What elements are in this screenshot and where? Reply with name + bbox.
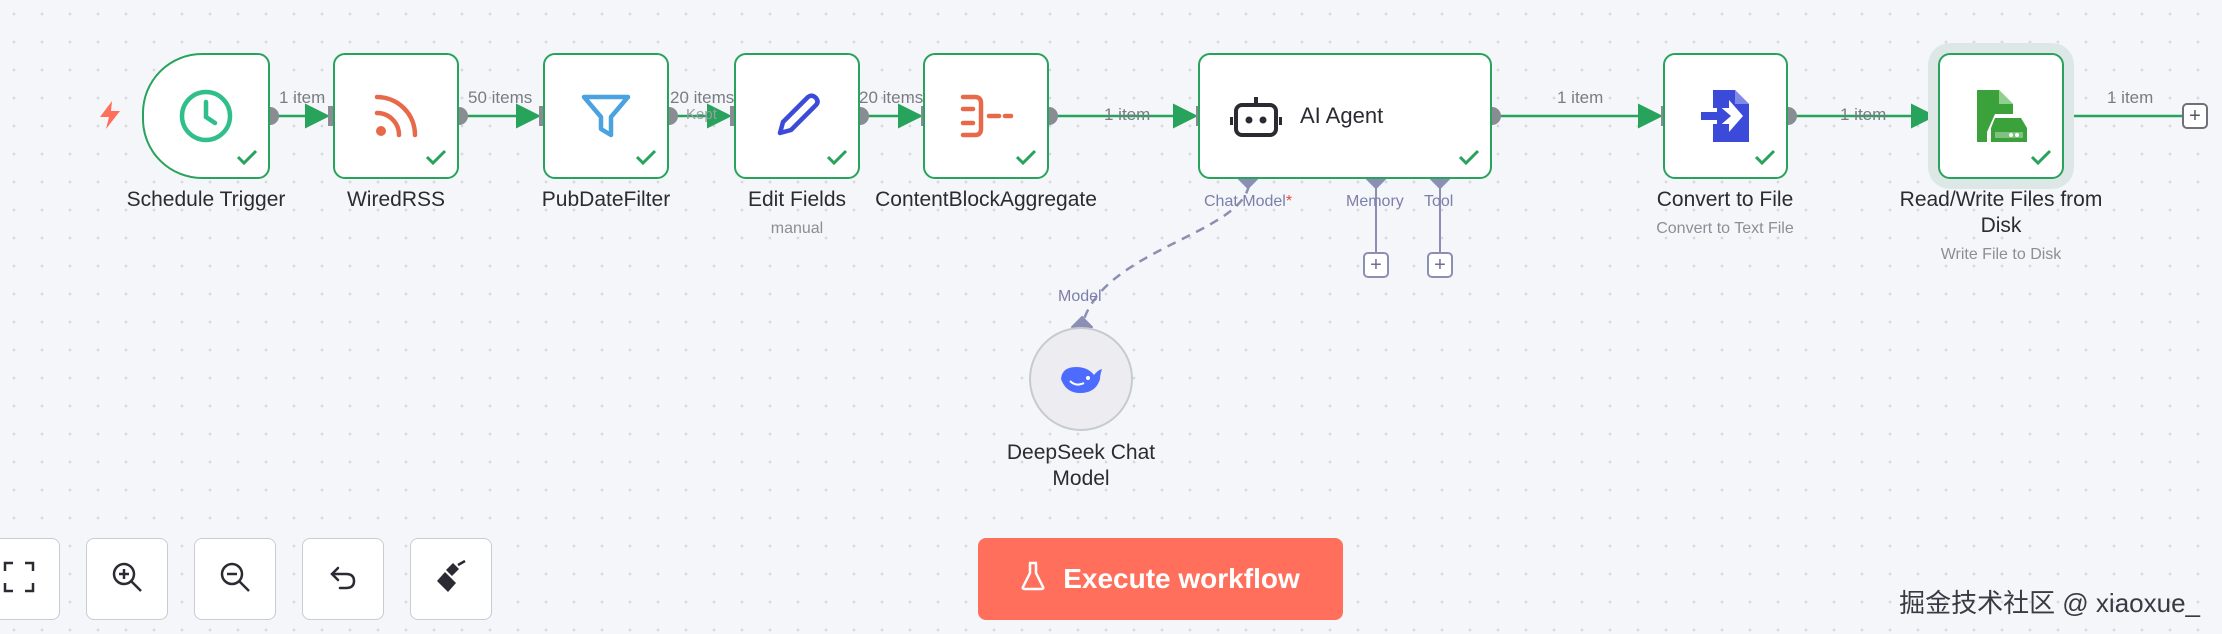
- edge-label: 1 item: [1557, 88, 1604, 107]
- deepseek-chat-model-label: DeepSeek Chat Model: [1006, 441, 1156, 490]
- pub-date-filter-node[interactable]: [543, 53, 669, 179]
- tool-port-label: Tool: [1424, 193, 1454, 210]
- fit-view-icon: [2, 560, 36, 599]
- edit-fields-node[interactable]: [734, 53, 860, 179]
- undo-icon: [326, 560, 360, 599]
- success-check-icon: [1754, 148, 1776, 171]
- ai-agent-title: AI Agent: [1300, 103, 1384, 128]
- schedule-trigger-node[interactable]: [142, 53, 270, 179]
- schedule-trigger-label: Schedule Trigger: [126, 188, 286, 211]
- edge-label: 50 items: [468, 88, 533, 107]
- edge-label: 1 item: [2107, 88, 2154, 107]
- success-check-icon: [236, 148, 258, 171]
- add-next-node-button[interactable]: +: [2182, 103, 2208, 129]
- aggregate-icon: [957, 89, 1015, 143]
- add-memory-button[interactable]: +: [1363, 252, 1389, 278]
- content-block-aggregate-node[interactable]: [923, 53, 1049, 179]
- add-tool-button[interactable]: +: [1427, 252, 1453, 278]
- edge-branch-label: Kept: [686, 106, 717, 123]
- filter-icon: [579, 89, 633, 143]
- clock-icon: [177, 87, 235, 145]
- edge-label: 1 item: [279, 88, 326, 107]
- disk-file-icon: [1973, 88, 2029, 144]
- edge-label: 20 items: [670, 88, 735, 107]
- tidy-up-button[interactable]: [410, 538, 492, 620]
- success-check-icon: [2030, 148, 2052, 171]
- edge-label: 1 item: [1104, 105, 1151, 124]
- pub-date-filter-label: PubDateFilter: [541, 188, 671, 211]
- read-write-files-node[interactable]: [1938, 53, 2064, 179]
- pencil-icon: [770, 89, 824, 143]
- memory-port-label: Memory: [1346, 193, 1404, 210]
- success-check-icon: [826, 148, 848, 171]
- trigger-bolt-icon: [98, 100, 122, 135]
- convert-to-file-node[interactable]: [1663, 53, 1788, 179]
- undo-button[interactable]: [302, 538, 384, 620]
- content-block-aggregate-label: ContentBlockAggregate: [875, 188, 1097, 211]
- deepseek-chat-model-node[interactable]: [1029, 327, 1133, 431]
- fit-view-button[interactable]: [0, 538, 60, 620]
- edge-label: 1 item: [1840, 105, 1887, 124]
- wired-rss-label: WiredRSS: [346, 188, 446, 211]
- convert-file-icon: [1699, 88, 1753, 144]
- flask-icon: [1021, 561, 1045, 598]
- success-check-icon: [635, 148, 657, 171]
- read-write-files-label: Read/Write Files from Disk: [1899, 188, 2103, 237]
- zoom-in-button[interactable]: [86, 538, 168, 620]
- robot-icon: [1230, 93, 1282, 139]
- success-check-icon: [425, 148, 447, 171]
- tidy-up-icon: [433, 559, 469, 600]
- convert-to-file-label: Convert to File: [1656, 188, 1794, 211]
- success-check-icon: [1458, 148, 1480, 171]
- ai-agent-node[interactable]: AI Agent: [1198, 53, 1492, 179]
- execute-workflow-label: Execute workflow: [1063, 563, 1300, 594]
- chat-model-port-label: Chat Model*: [1204, 193, 1293, 210]
- whale-icon: [1058, 361, 1104, 397]
- edge-label: 20 items: [859, 88, 924, 107]
- model-port-label: Model: [1058, 288, 1102, 305]
- convert-to-file-subtitle: Convert to Text File: [1656, 220, 1794, 237]
- success-check-icon: [1015, 148, 1037, 171]
- read-write-files-subtitle: Write File to Disk: [1940, 246, 2062, 263]
- zoom-in-icon: [110, 560, 144, 599]
- wired-rss-node[interactable]: [333, 53, 459, 179]
- zoom-out-button[interactable]: [194, 538, 276, 620]
- watermark: 掘金技术社区 @ xiaoxue_: [1899, 588, 2200, 618]
- execute-workflow-button[interactable]: Execute workflow: [978, 538, 1343, 620]
- rss-icon: [371, 91, 421, 141]
- edit-fields-label: Edit Fields: [747, 188, 847, 211]
- edit-fields-subtitle: manual: [770, 220, 824, 237]
- zoom-out-icon: [218, 560, 252, 599]
